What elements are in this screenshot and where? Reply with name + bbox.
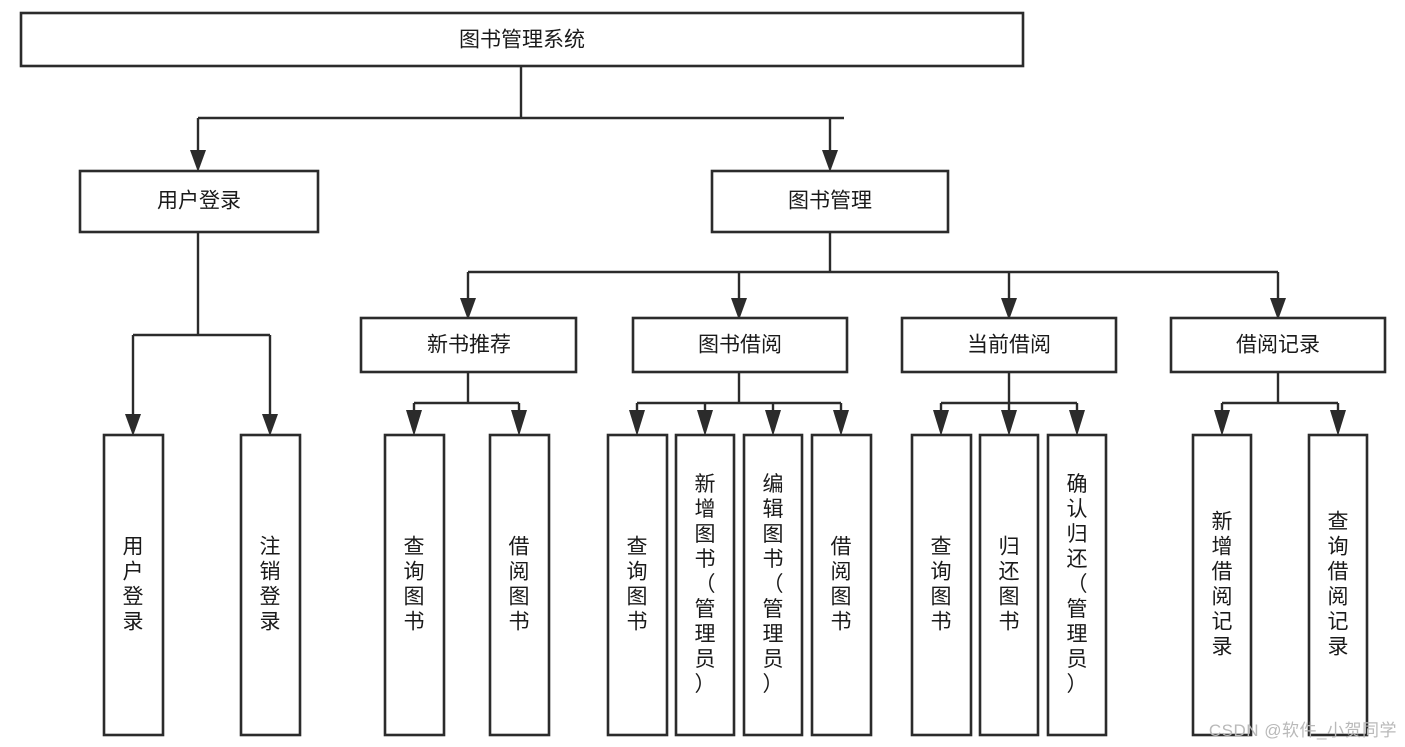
- node-leaf-add-borrow-record[interactable]: 新增借阅记录: [1191, 433, 1253, 737]
- arrow-head-leaf-query-book-2: [629, 410, 645, 436]
- arrow-head-leaf-query-borrow-record: [1330, 410, 1346, 436]
- arrow-head-leaf-edit-book-admin: [765, 410, 781, 436]
- node-leaf-edit-book-admin[interactable]: 编辑图书（管理员）: [742, 433, 804, 737]
- node-root[interactable]: 图书管理系统: [19, 11, 1025, 68]
- node-leaf-query-book-3-label: 查询图书: [931, 535, 952, 633]
- node-leaf-user-login-box[interactable]: [102, 433, 165, 737]
- node-leaf-borrow-book-1[interactable]: 借阅图书: [488, 433, 551, 737]
- node-borrow-record-label: 借阅记录: [1236, 334, 1320, 357]
- node-new-book-recommend-label: 新书推荐: [427, 334, 511, 357]
- node-leaf-confirm-return-admin-label: 确认归还（管理员）: [1067, 473, 1088, 696]
- edges-layer: [125, 66, 1346, 436]
- node-leaf-user-login-label: 用户登录: [123, 535, 144, 633]
- node-new-book-recommend[interactable]: 新书推荐: [359, 316, 578, 374]
- arrow-head-current-borrow: [1001, 298, 1017, 320]
- node-leaf-query-book-1-label: 查询图书: [404, 535, 425, 633]
- arrow-head-borrow-record: [1270, 298, 1286, 320]
- node-current-borrow-box[interactable]: [900, 316, 1118, 374]
- arrow-head-leaf-query-book-3: [933, 410, 949, 436]
- node-leaf-add-book-admin[interactable]: 新增图书（管理员）: [674, 433, 736, 737]
- arrow-head-leaf-borrow-book-1: [511, 410, 527, 436]
- node-leaf-query-borrow-record-label: 查询借阅记录: [1328, 510, 1349, 658]
- node-leaf-logout-login[interactable]: 注销登录: [239, 433, 302, 737]
- node-leaf-add-borrow-record-box[interactable]: [1191, 433, 1253, 737]
- node-leaf-borrow-book-1-label: 借阅图书: [509, 535, 530, 633]
- arrow-head-leaf-user-login: [125, 414, 141, 436]
- arrow-head-leaf-add-borrow-record: [1214, 410, 1230, 436]
- node-leaf-add-book-admin-box[interactable]: [674, 433, 736, 737]
- node-current-borrow-label: 当前借阅: [967, 334, 1051, 357]
- node-leaf-query-book-1[interactable]: 查询图书: [383, 433, 446, 737]
- node-leaf-confirm-return-admin[interactable]: 确认归还（管理员）: [1046, 433, 1108, 737]
- node-user-login[interactable]: 用户登录: [78, 169, 320, 234]
- node-leaf-query-book-2[interactable]: 查询图书: [606, 433, 669, 737]
- node-leaf-logout-login-box[interactable]: [239, 433, 302, 737]
- node-leaf-query-book-2-box[interactable]: [606, 433, 669, 737]
- node-leaf-query-book-3-box[interactable]: [910, 433, 973, 737]
- node-book-manage[interactable]: 图书管理: [710, 169, 950, 234]
- node-leaf-logout-login-label: 注销登录: [260, 535, 281, 633]
- node-root-box[interactable]: [19, 11, 1025, 68]
- node-leaf-query-book-3[interactable]: 查询图书: [910, 433, 973, 737]
- node-new-book-recommend-box[interactable]: [359, 316, 578, 374]
- arrow-head-leaf-add-book-admin: [697, 410, 713, 436]
- node-leaf-borrow-book-2-label: 借阅图书: [831, 535, 852, 633]
- node-leaf-borrow-book-1-box[interactable]: [488, 433, 551, 737]
- node-borrow-record-box[interactable]: [1169, 316, 1387, 374]
- node-leaf-return-book-box[interactable]: [978, 433, 1040, 737]
- arrow-head-leaf-confirm-return-admin: [1069, 410, 1085, 436]
- node-book-manage-label: 图书管理: [788, 190, 872, 213]
- arrow-head-user-login: [190, 150, 206, 172]
- arrow-head-leaf-return-book: [1001, 410, 1017, 436]
- node-borrow-record[interactable]: 借阅记录: [1169, 316, 1387, 374]
- node-leaf-user-login[interactable]: 用户登录: [102, 433, 165, 737]
- nodes-layer: 图书管理系统 用户登录 图书管理 新书推荐 图书借阅: [19, 11, 1387, 737]
- node-leaf-confirm-return-admin-box[interactable]: [1046, 433, 1108, 737]
- arrow-head-new-book-recommend: [460, 298, 476, 320]
- node-leaf-add-book-admin-label: 新增图书（管理员）: [695, 473, 716, 696]
- arrow-head-book-manage: [822, 150, 838, 172]
- node-leaf-return-book-label: 归还图书: [999, 535, 1020, 633]
- node-leaf-query-borrow-record[interactable]: 查询借阅记录: [1307, 433, 1369, 737]
- node-book-manage-box[interactable]: [710, 169, 950, 234]
- node-leaf-edit-book-admin-box[interactable]: [742, 433, 804, 737]
- node-leaf-edit-book-admin-label: 编辑图书（管理员）: [763, 473, 784, 696]
- node-root-label: 图书管理系统: [459, 29, 585, 52]
- node-current-borrow[interactable]: 当前借阅: [900, 316, 1118, 374]
- node-book-borrow-box[interactable]: [631, 316, 849, 374]
- node-leaf-borrow-book-2-box[interactable]: [810, 433, 873, 737]
- node-book-borrow-label: 图书借阅: [698, 334, 782, 357]
- node-user-login-label: 用户登录: [157, 190, 241, 213]
- arrow-head-leaf-query-book-1: [406, 410, 422, 436]
- node-leaf-query-borrow-record-box[interactable]: [1307, 433, 1369, 737]
- arrow-head-leaf-logout-login: [262, 414, 278, 436]
- node-leaf-query-book-2-label: 查询图书: [627, 535, 648, 633]
- arrow-head-book-borrow: [731, 298, 747, 320]
- node-leaf-borrow-book-2[interactable]: 借阅图书: [810, 433, 873, 737]
- node-leaf-add-borrow-record-label: 新增借阅记录: [1212, 510, 1233, 658]
- arrow-head-leaf-borrow-book-2: [833, 410, 849, 436]
- node-user-login-box[interactable]: [78, 169, 320, 234]
- node-book-borrow[interactable]: 图书借阅: [631, 316, 849, 374]
- node-leaf-query-book-1-box[interactable]: [383, 433, 446, 737]
- node-leaf-return-book[interactable]: 归还图书: [978, 433, 1040, 737]
